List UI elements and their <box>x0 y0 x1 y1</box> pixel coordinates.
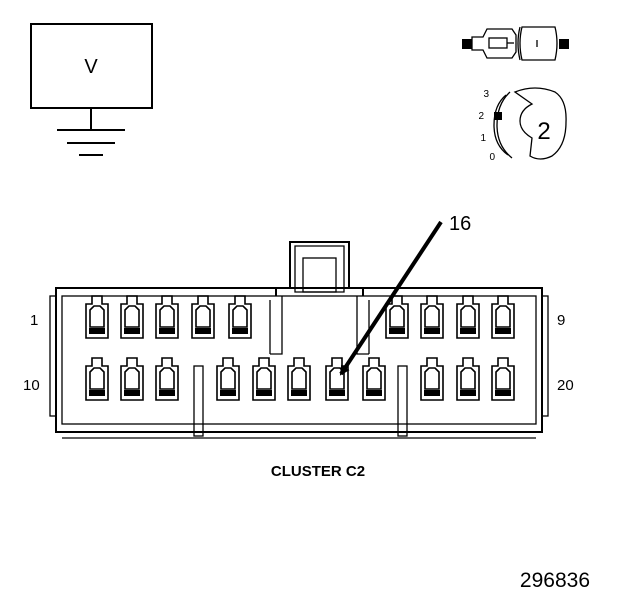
figure-number: 296836 <box>520 569 590 592</box>
selector-switch-icon: 3 2 1 0 2 <box>478 87 567 163</box>
terminal-cavity <box>216 357 240 401</box>
selector-position-3: 3 <box>483 89 489 100</box>
terminal-cavity <box>491 357 515 401</box>
terminal-cavity <box>420 295 444 339</box>
terminal-cavity <box>85 295 109 339</box>
terminal-cavity <box>155 295 179 339</box>
selector-selected-value: 2 <box>537 118 550 145</box>
terminal-cavity <box>325 357 349 401</box>
terminal-cavity <box>420 357 444 401</box>
terminal-cavity <box>491 295 515 339</box>
pin-label-end-bottom: 20 <box>557 377 574 394</box>
housing-outer <box>55 287 543 433</box>
selector-position-1: 1 <box>480 133 486 144</box>
selector-position-2: 2 <box>478 111 484 122</box>
pin-callout-label: 16 <box>449 213 471 235</box>
ground-icon <box>57 108 125 156</box>
row-divider-left <box>193 365 204 437</box>
pin-label-start-top: 1 <box>30 312 38 329</box>
terminal-cavity <box>456 357 480 401</box>
terminal-cavity <box>155 357 179 401</box>
pin-row-bottom <box>85 357 515 401</box>
terminal-cavity <box>191 295 215 339</box>
terminal-cavity <box>120 295 144 339</box>
test-probe-icon <box>462 26 569 61</box>
pin-callout-arrow <box>339 220 443 376</box>
voltmeter-label: V <box>84 56 98 78</box>
connector-name: CLUSTER C2 <box>271 463 365 480</box>
pin-row-top <box>85 295 515 339</box>
selector-position-0: 0 <box>489 152 495 163</box>
terminal-cavity <box>362 357 386 401</box>
pin-label-start-bottom: 10 <box>23 377 40 394</box>
connector-housing <box>49 241 549 439</box>
housing-inner <box>61 295 537 425</box>
terminal-cavity <box>287 357 311 401</box>
voltmeter: V <box>30 23 153 156</box>
pin-label-end-top: 9 <box>557 312 565 329</box>
terminal-cavity <box>85 357 109 401</box>
terminal-cavity <box>252 357 276 401</box>
terminal-cavity <box>228 295 252 339</box>
terminal-cavity <box>120 357 144 401</box>
terminal-cavity <box>385 295 409 339</box>
locking-latch <box>269 241 370 355</box>
row-divider-right <box>397 365 408 437</box>
terminal-cavity <box>456 295 480 339</box>
